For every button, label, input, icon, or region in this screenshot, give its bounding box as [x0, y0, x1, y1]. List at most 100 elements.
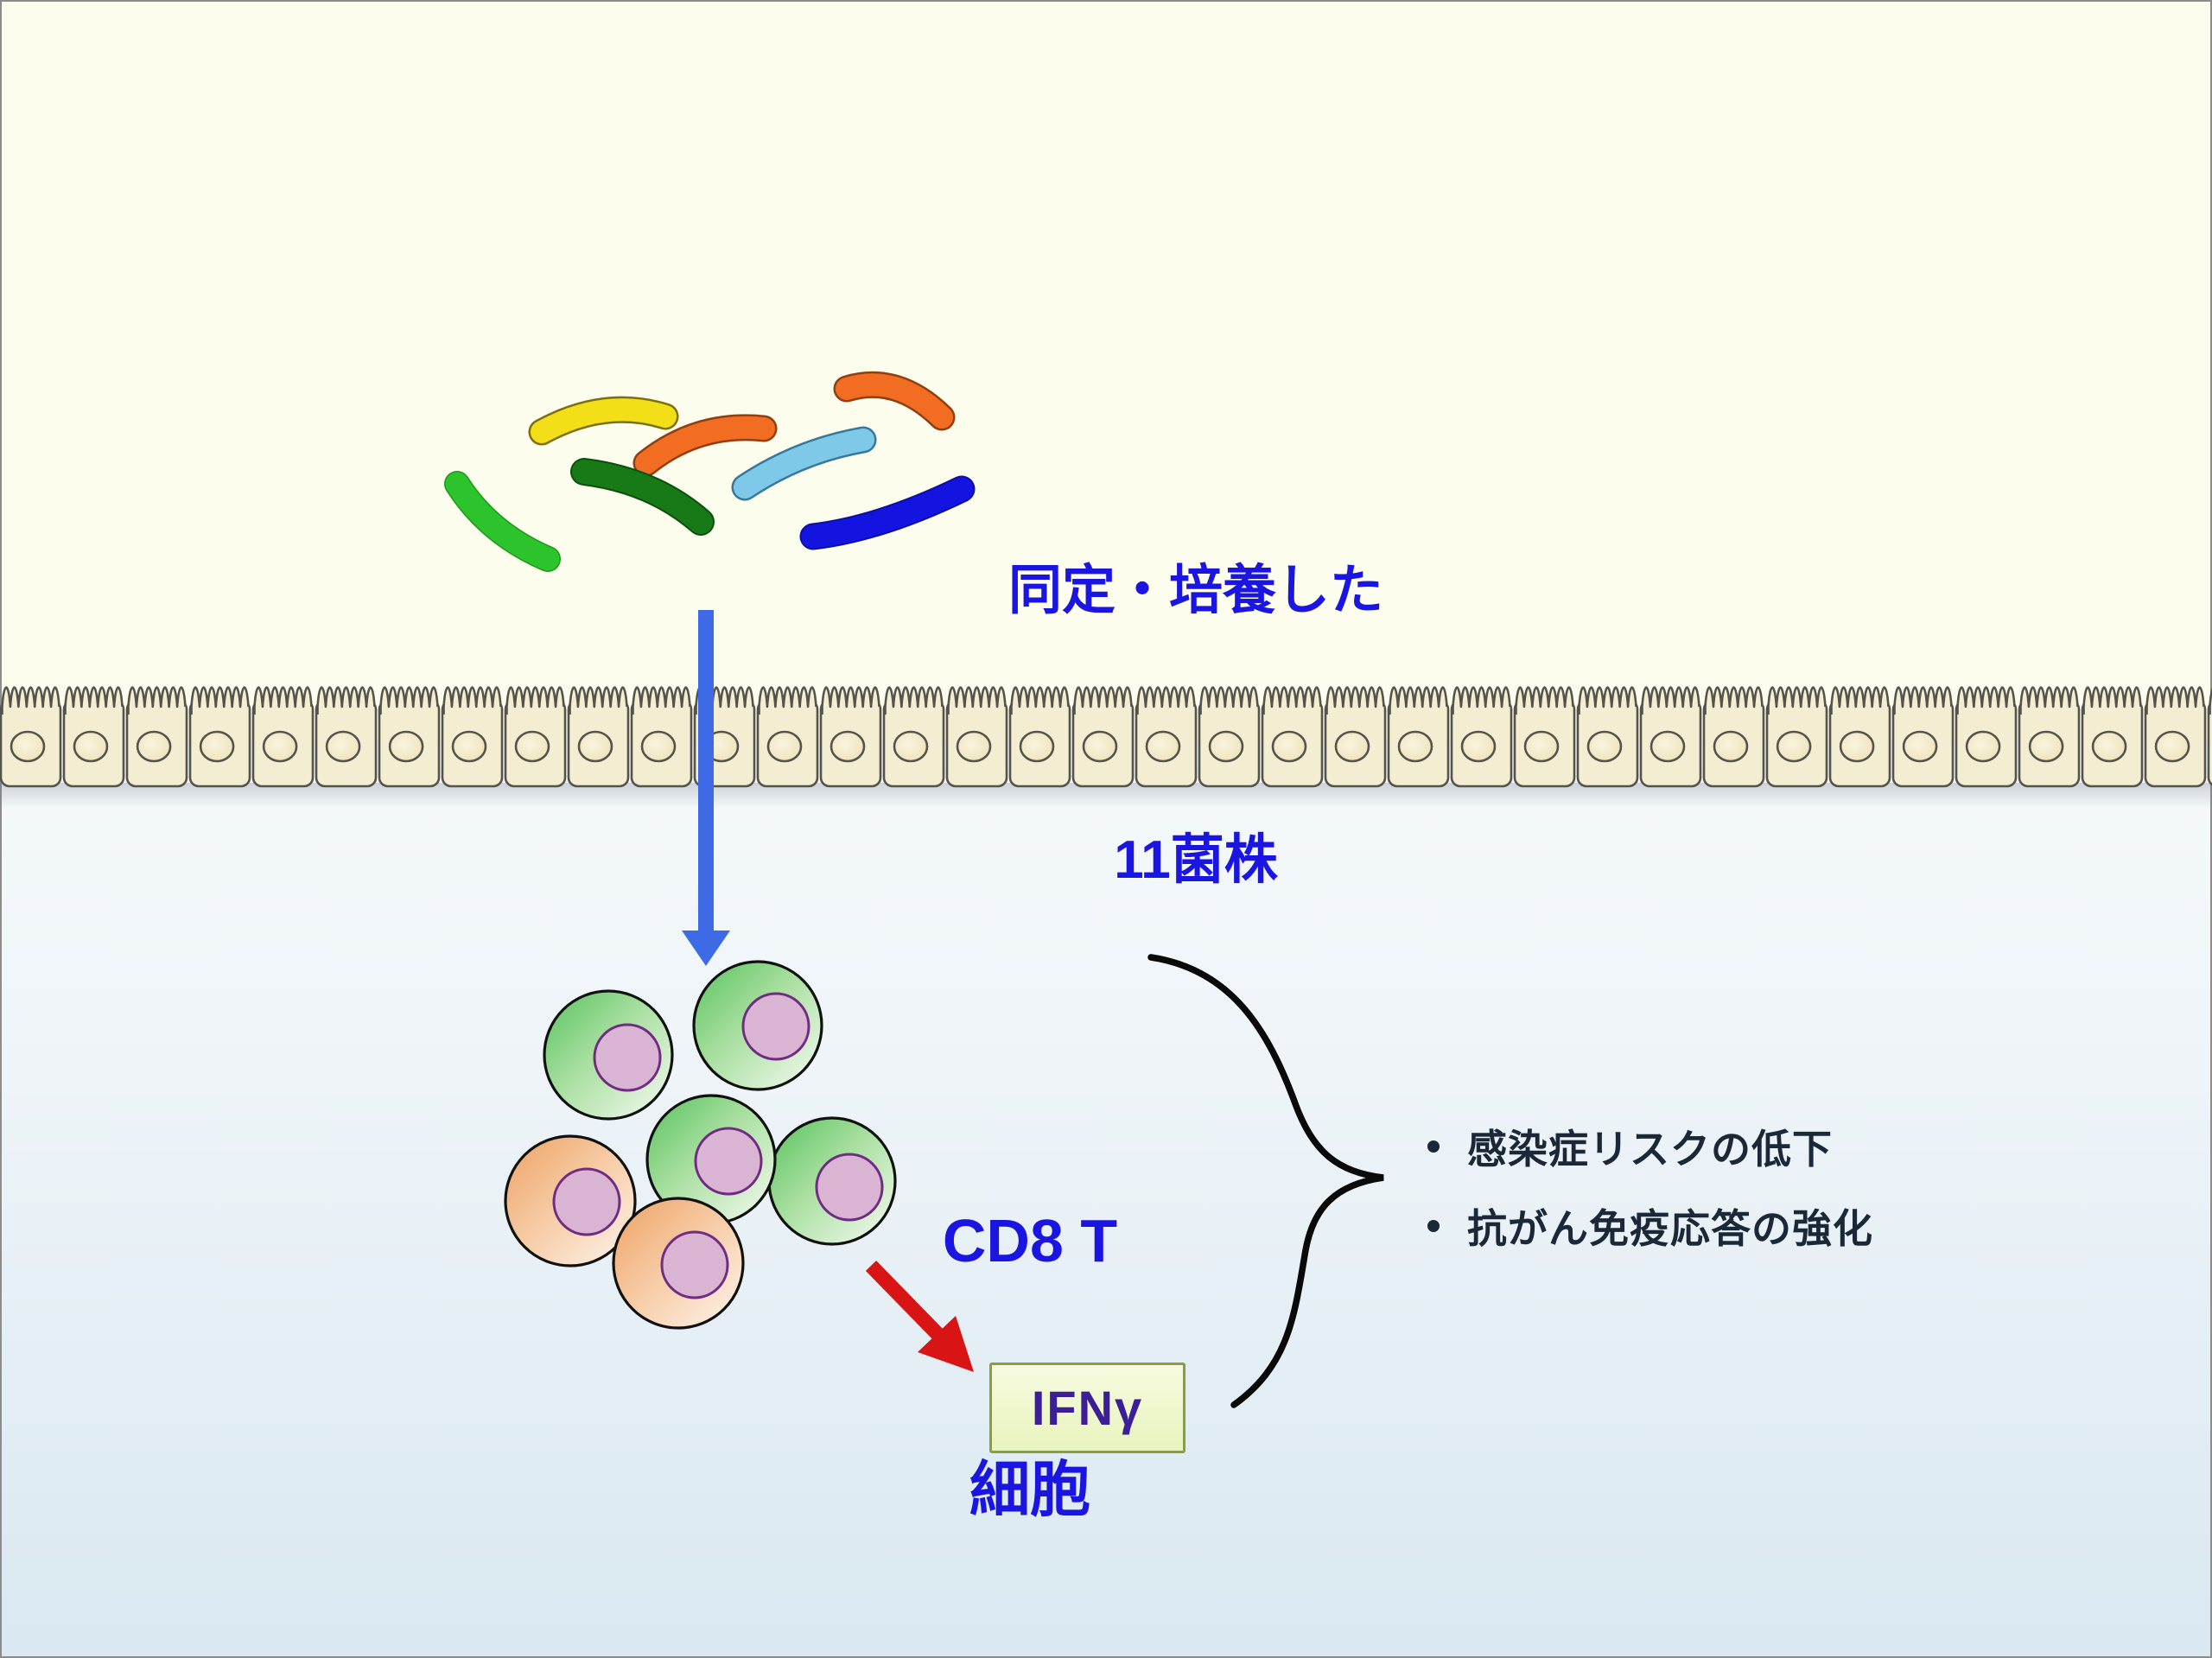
- microvilli-outline: [1, 686, 60, 715]
- epithelial-cell-nucleus: [956, 730, 992, 763]
- microvilli-outline: [947, 686, 1007, 715]
- bacterium-skyblue: [734, 429, 874, 499]
- microvilli-outline: [1704, 686, 1764, 715]
- microvilli-outline: [1199, 686, 1259, 715]
- bacterium-orange-left: [635, 416, 775, 474]
- microvilli-outline: [884, 686, 944, 715]
- strains-heading-line2: 11菌株: [1114, 830, 1278, 890]
- t-cell-nucleus: [552, 1167, 621, 1236]
- microvilli-outline: [127, 686, 187, 715]
- strains-heading-line1: 同定・培養した: [1007, 561, 1383, 620]
- microvilli-outline: [253, 686, 313, 715]
- epithelial-cell-nucleus: [766, 730, 803, 763]
- epithelial-cell-nucleus: [2091, 730, 2127, 763]
- microvilli-outline: [1262, 686, 1322, 715]
- epithelial-cell-nucleus: [1713, 730, 1749, 763]
- epithelial-cell-nucleus: [1334, 730, 1370, 763]
- microvilli-outline: [505, 686, 565, 715]
- epithelial-cell-nucleus: [1839, 730, 1875, 763]
- epithelial-cell-nucleus: [1523, 730, 1560, 763]
- bacterium-green: [445, 472, 560, 571]
- outcome-item: 抗がん免疫応答の強化: [1427, 1186, 1873, 1266]
- ifn-secretion-arrow-icon: [865, 1261, 974, 1372]
- epithelial-cell-nucleus: [10, 730, 46, 763]
- epithelial-cell-nucleus: [2028, 730, 2064, 763]
- cd8-label-line1: CD8 T: [942, 1207, 1118, 1274]
- ifn-gamma-box: IFNγ: [989, 1363, 1185, 1453]
- microvilli-outline: [2145, 686, 2205, 715]
- strains-heading: 同定・培養した 11菌株: [911, 366, 1481, 1085]
- epithelial-cell-nucleus: [1586, 730, 1623, 763]
- epithelial-cell-nucleus: [577, 730, 613, 763]
- microvilli-outline: [1578, 686, 1637, 715]
- epithelial-cell-nucleus: [1649, 730, 1686, 763]
- microvilli-outline: [1515, 686, 1574, 715]
- epithelial-cell-nucleus: [1145, 730, 1181, 763]
- microvilli-outline: [632, 686, 691, 715]
- microvilli-outline: [758, 686, 817, 715]
- microvilli-outline: [190, 686, 250, 715]
- microvilli-outline: [569, 686, 628, 715]
- microvilli-outline: [316, 686, 376, 715]
- microvilli-outline: [1893, 686, 1953, 715]
- epithelial-cell-nucleus: [1776, 730, 1812, 763]
- microvilli-outline: [1767, 686, 1827, 715]
- microvilli-outline: [1830, 686, 1890, 715]
- bacterium-darkblue: [801, 477, 974, 549]
- microvilli-outline: [1641, 686, 1700, 715]
- ifn-gamma-label: IFNγ: [1031, 1381, 1144, 1435]
- bullet-dot-icon: [1427, 1140, 1440, 1153]
- translocation-down-arrow-icon: [682, 610, 730, 966]
- epithelial-cell-nucleus: [1082, 730, 1118, 763]
- bacterium-yellow: [531, 398, 677, 443]
- epithelial-cell-nucleus: [640, 730, 677, 763]
- microvilli-outline: [1389, 686, 1448, 715]
- epithelial-cell-nucleus: [830, 730, 866, 763]
- epithelial-cell-nucleus: [388, 730, 424, 763]
- outcome-list: 感染症リスクの低下 抗がん免疫応答の強化: [1427, 1107, 1873, 1266]
- microvilli-outline: [1136, 686, 1196, 715]
- epithelial-cell-nucleus: [73, 730, 109, 763]
- t-cell-nucleus: [593, 1023, 662, 1092]
- t-cell-nucleus: [815, 1153, 884, 1222]
- epithelial-cell-nucleus: [1208, 730, 1244, 763]
- down-arrow-head: [682, 931, 730, 966]
- epithelial-cell-nucleus: [1965, 730, 2001, 763]
- outcome-label: 抗がん免疫応答の強化: [1467, 1206, 1873, 1251]
- epithelial-cell-nucleus: [2154, 730, 2190, 763]
- bacterium-orange-right: [836, 373, 953, 429]
- epithelial-cell-nucleus: [1460, 730, 1497, 763]
- epithelial-cell-nucleus: [1397, 730, 1433, 763]
- epithelial-cell-nucleus: [262, 730, 298, 763]
- outcome-item: 感染症リスクの低下: [1427, 1107, 1873, 1186]
- epithelial-cell-nucleus: [514, 730, 550, 763]
- microvilli-outline: [2082, 686, 2142, 715]
- epithelial-cell-nucleus: [325, 730, 361, 763]
- epithelial-cell-nucleus: [136, 730, 172, 763]
- curly-brace-icon: [1147, 954, 1384, 1408]
- microvilli-outline: [821, 686, 880, 715]
- cd8-t-cell-label: CD8 T 細胞: [857, 1033, 1203, 1658]
- epithelial-cell-body: [2207, 701, 2212, 786]
- microvilli-outline: [1452, 686, 1511, 715]
- cd8-t-cell-cluster: [504, 960, 897, 1330]
- cd8-label-line2: 細胞: [969, 1456, 1090, 1523]
- bullet-dot-icon: [1427, 1220, 1440, 1232]
- microvilli-outline: [1010, 686, 1070, 715]
- microvilli-outline: [379, 686, 439, 715]
- epithelial-cell-nucleus: [893, 730, 929, 763]
- red-arrow-head: [918, 1316, 974, 1372]
- microvilli-outline: [1325, 686, 1385, 715]
- microvilli-outline: [64, 686, 124, 715]
- outcome-label: 感染症リスクの低下: [1467, 1127, 1833, 1172]
- microvilli-outline: [2019, 686, 2079, 715]
- epithelial-cell-nucleus: [199, 730, 235, 763]
- bacterium-darkgreen: [572, 460, 713, 534]
- epithelial-cell-nucleus: [1271, 730, 1307, 763]
- epithelial-cell-nucleus: [1019, 730, 1055, 763]
- t-cell-nucleus: [660, 1230, 729, 1299]
- epithelial-cell-nucleus: [1902, 730, 1938, 763]
- microvilli-outline: [1956, 686, 2016, 715]
